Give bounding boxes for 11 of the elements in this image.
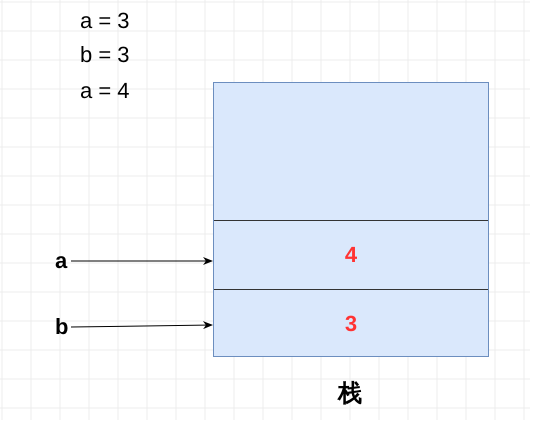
variable-name: b (55, 316, 71, 338)
arrow (70, 321, 213, 330)
stack-box (213, 82, 489, 357)
variable-name: a (55, 250, 71, 272)
stack-label: 栈 (338, 382, 362, 406)
code-line: b = 3 (80, 44, 130, 66)
code-line: a = 3 (80, 10, 130, 32)
code-line: a = 4 (80, 80, 130, 102)
stack-cell: 3 (214, 289, 488, 357)
arrow (70, 257, 213, 265)
stack-cell: 4 (214, 220, 488, 289)
